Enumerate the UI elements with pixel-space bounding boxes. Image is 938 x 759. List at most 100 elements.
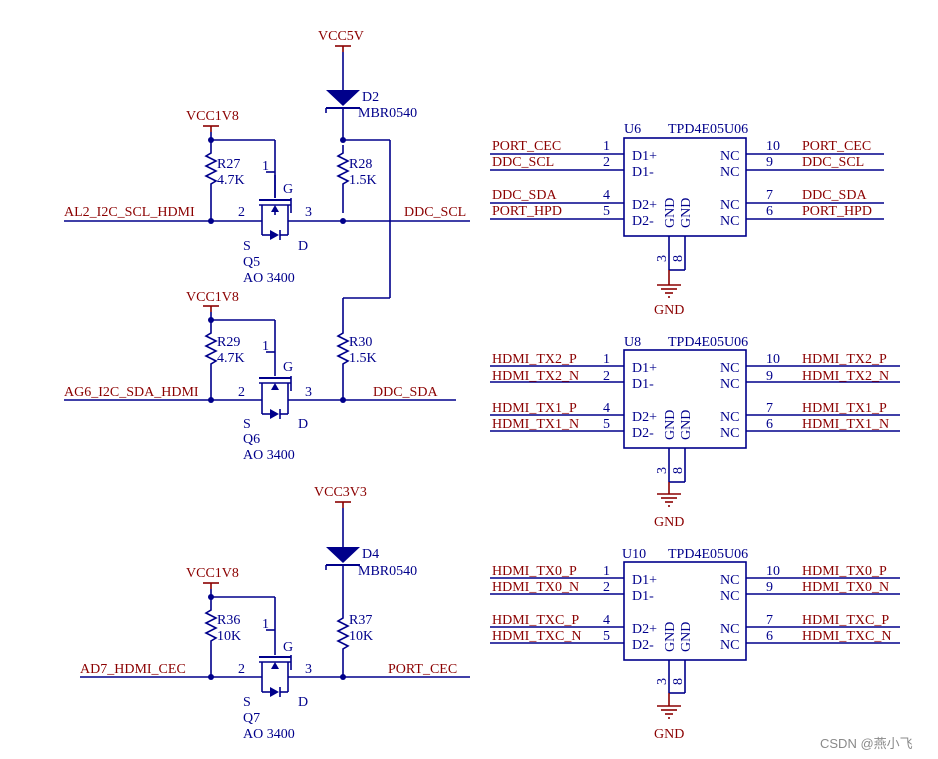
q5-gate: G (283, 182, 293, 197)
net-hdmi-txc-n-out: HDMI_TXC_N (802, 629, 891, 644)
esd-u6: U6 TPD4E05U06 PORT_CEC DDC_SCL DDC_SDA P… (490, 122, 884, 318)
u10-d2p: D2+ (632, 622, 657, 637)
net-al2-i2c-scl-hdmi: AL2_I2C_SCL_HDMI (64, 205, 195, 220)
vcc1v8-port-3 (202, 582, 220, 590)
net-hdmi-tx2-n-out: HDMI_TX2_N (802, 369, 889, 384)
u10-pin-9: 9 (766, 580, 773, 595)
net-hdmi-tx0-n: HDMI_TX0_N (492, 580, 579, 595)
u6-nc-4: NC (720, 214, 739, 229)
r36-ref: R36 (217, 613, 240, 628)
u8-nc-1: NC (720, 361, 739, 376)
net-hdmi-tx2-p-out: HDMI_TX2_P (802, 352, 887, 367)
resistor-r27 (205, 144, 217, 190)
mosfet-q7 (259, 629, 292, 697)
u6-pin-9: 9 (766, 155, 773, 170)
cec-level-shifter: VCC3V3 D4 MBR0540 VCC1V8 R36 10K R37 10K (80, 485, 470, 742)
u10-pin-6: 6 (766, 629, 773, 644)
u10-gnd-b: GND (679, 622, 694, 652)
u6-nc-2: NC (720, 165, 739, 180)
mosfet-q6 (259, 351, 292, 419)
q7-ref: Q7 (243, 711, 260, 726)
q7-pin3: 3 (305, 662, 312, 677)
u6-pin-1: 1 (603, 139, 610, 154)
u8-pin-7: 7 (766, 401, 773, 416)
u10-pin-7: 7 (766, 613, 773, 628)
net-port-cec-left: PORT_CEC (388, 662, 457, 677)
q6-pin2: 2 (238, 385, 245, 400)
resistor-r37 (337, 609, 349, 655)
net-port-hpd-u6-in: PORT_HPD (492, 204, 562, 219)
d4-ref: D4 (362, 547, 379, 562)
u10-pin-2: 2 (603, 580, 610, 595)
net-hdmi-tx2-n: HDMI_TX2_N (492, 369, 579, 384)
u10-pin-5: 5 (603, 629, 610, 644)
watermark: CSDN @燕小飞 (820, 736, 913, 751)
u6-pin-4: 4 (603, 188, 610, 203)
d2-ref: D2 (362, 90, 379, 105)
d4-value: MBR0540 (358, 564, 417, 579)
u8-pin-3: 3 (655, 467, 670, 474)
u6-nc-1: NC (720, 149, 739, 164)
u10-nc-1: NC (720, 573, 739, 588)
u10-d1p: D1+ (632, 573, 657, 588)
u8-nc-4: NC (720, 426, 739, 441)
net-port-cec-u6-in: PORT_CEC (492, 139, 561, 154)
u8-gnd-b: GND (679, 410, 694, 440)
u6-pin-2: 2 (603, 155, 610, 170)
q5-source: S (243, 239, 251, 254)
q5-pin2: 2 (238, 205, 245, 220)
u8-d2p: D2+ (632, 410, 657, 425)
u8-d1p: D1+ (632, 361, 657, 376)
d2-value: MBR0540 (358, 106, 417, 121)
q5-ref: Q5 (243, 255, 260, 270)
u8-ground-icon (656, 493, 682, 507)
net-hdmi-tx1-p-out: HDMI_TX1_P (802, 401, 887, 416)
u10-nc-3: NC (720, 622, 739, 637)
vcc1v8-label-3: VCC1V8 (186, 566, 239, 581)
u6-d1p: D1+ (632, 149, 657, 164)
u10-pin-10: 10 (766, 564, 780, 579)
u6-ref: U6 (624, 122, 641, 137)
u6-pin-5: 5 (603, 204, 610, 219)
u6-gnd-label: GND (654, 303, 684, 318)
u10-nc-2: NC (720, 589, 739, 604)
u10-pin-1: 1 (603, 564, 610, 579)
u8-nc-2: NC (720, 377, 739, 392)
q6-ref: Q6 (243, 432, 260, 447)
resistor-r28 (337, 144, 349, 190)
diode-d4 (326, 547, 360, 563)
u8-value: TPD4E05U06 (668, 335, 748, 350)
u8-pin-6: 6 (766, 417, 773, 432)
u8-gnd-label: GND (654, 515, 684, 530)
u8-gnd-a: GND (663, 410, 678, 440)
u10-ref: U10 (622, 547, 646, 562)
u6-pin-7: 7 (766, 188, 773, 203)
net-port-cec-u6-out: PORT_CEC (802, 139, 871, 154)
vcc1v8-label-1: VCC1V8 (186, 109, 239, 124)
net-ddc-scl-u6-out: DDC_SCL (802, 155, 864, 170)
q5-pin1: 1 (262, 159, 269, 174)
net-hdmi-txc-n: HDMI_TXC_N (492, 629, 581, 644)
q6-source: S (243, 417, 251, 432)
net-hdmi-tx1-n: HDMI_TX1_N (492, 417, 579, 432)
esd-u8: U8 TPD4E05U06 HDMI_TX2_P HDMI_TX2_N HDMI… (490, 335, 900, 530)
sda-level-shifter: VCC1V8 R29 4.7K R30 1.5K 1 G S (64, 290, 456, 463)
u6-pin-8: 8 (671, 255, 686, 262)
u6-pin-3: 3 (655, 255, 670, 262)
u10-pin-4: 4 (603, 613, 610, 628)
r36-value: 10K (217, 629, 241, 644)
u8-nc-3: NC (720, 410, 739, 425)
vcc5v-label: VCC5V (318, 29, 364, 44)
net-ddc-sda-u6-in: DDC_SDA (492, 188, 557, 203)
net-port-hpd-u6-out: PORT_HPD (802, 204, 872, 219)
vcc3v3-label: VCC3V3 (314, 485, 367, 500)
u6-value: TPD4E05U06 (668, 122, 748, 137)
net-ddc-scl-u6-in: DDC_SCL (492, 155, 554, 170)
u8-ref: U8 (624, 335, 641, 350)
net-hdmi-txc-p-out: HDMI_TXC_P (802, 613, 889, 628)
resistor-r36 (205, 601, 217, 647)
q6-drain: D (298, 417, 308, 432)
r28-value: 1.5K (349, 173, 377, 188)
q6-value: AO 3400 (243, 448, 295, 463)
r28-ref: R28 (349, 157, 372, 172)
